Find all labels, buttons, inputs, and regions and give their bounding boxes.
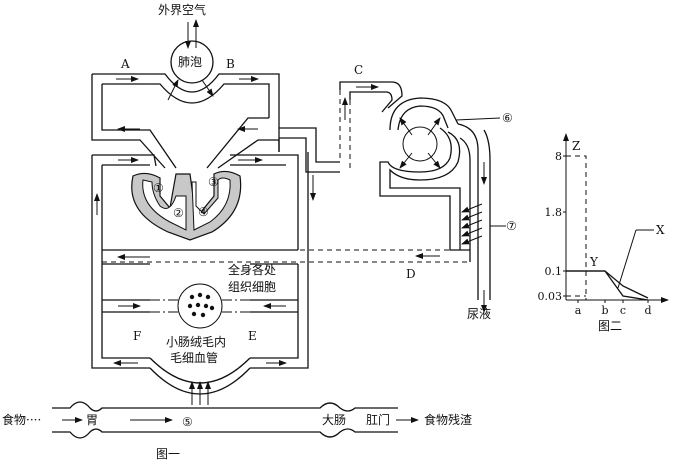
food-label: 食物 — [2, 412, 26, 427]
x-tick-label: d — [644, 304, 651, 317]
chart-series — [566, 155, 649, 301]
curve-z-label: Z — [572, 139, 580, 153]
villus-label-line2: 毛细血管 — [170, 350, 218, 365]
marker-6-label: ⑥ — [502, 111, 513, 125]
y-tick-label: 0.03 — [538, 290, 563, 303]
residue-label: 食物残渣 — [424, 412, 472, 427]
cell-dot — [200, 312, 206, 318]
y-tick-label: 8 — [555, 150, 562, 163]
x-tick-label: c — [620, 304, 626, 317]
chamber-4-label: ④ — [198, 205, 209, 219]
alveolus-circle — [170, 40, 214, 84]
digestive-tract — [52, 401, 398, 439]
vessel-a-label: A — [120, 57, 130, 71]
curve-x-leader — [617, 229, 637, 289]
vessel-f-label: F — [133, 329, 141, 343]
systemic-right-vessels — [230, 152, 309, 369]
stomach-label: 胃 — [86, 413, 98, 427]
tissue-cells-label-line2: 组织细胞 — [228, 280, 276, 294]
cell-dot — [187, 303, 193, 309]
chamber-2-label: ② — [173, 206, 184, 220]
cell-dot — [189, 294, 195, 300]
curve-y-label: Y — [589, 255, 599, 269]
vessel-d-label: D — [406, 267, 416, 281]
cell-dot — [195, 302, 201, 308]
x-tick-label: a — [575, 304, 582, 317]
y-tick-label: 0.1 — [545, 265, 563, 278]
nephron — [379, 97, 491, 300]
figure-one: 外界空气 肺泡 A B — [2, 2, 517, 461]
vessel-c-label: C — [354, 63, 363, 77]
air-exchange-arrows — [185, 19, 199, 49]
cell-dot — [205, 294, 211, 300]
alveolus-label: 肺泡 — [178, 55, 202, 69]
figure-one-caption: 图一 — [156, 447, 180, 461]
anus-label: 肛门 — [366, 412, 390, 427]
chamber-3-label: ③ — [208, 175, 219, 189]
cell-dot — [209, 305, 215, 311]
series-x-line — [566, 270, 649, 301]
vessel-b-label: B — [226, 57, 235, 71]
series-y-line — [566, 270, 649, 299]
cell-dot — [191, 311, 197, 317]
heart — [131, 170, 242, 241]
food-dots: ···· — [26, 413, 41, 427]
cell-dot — [203, 303, 209, 309]
vessel-e-label: E — [248, 329, 257, 343]
curve-x-label: X — [656, 223, 665, 237]
pulmonary-vessels — [91, 73, 340, 173]
outside-air-label: 外界空气 — [158, 2, 206, 17]
tissue-cells-label-line1: 全身各处 — [228, 262, 276, 277]
urine-label: 尿液 — [467, 306, 491, 321]
large-intestine-label: 大肠 — [322, 413, 346, 427]
figure-two-caption: 图二 — [598, 319, 622, 333]
cell-dot — [197, 292, 203, 298]
chamber-1-label: ① — [153, 181, 164, 195]
villus-label-line1: 小肠绒毛内 — [166, 335, 226, 349]
marker-5-label: ⑤ — [182, 415, 193, 429]
tissue-cells — [150, 283, 250, 329]
renal-vessel-dashed — [102, 81, 470, 263]
series-z-line — [566, 155, 587, 300]
y-tick-label: 1.8 — [545, 206, 563, 219]
systemic-left-vessels — [91, 154, 298, 369]
marker-7-label: ⑦ — [506, 219, 517, 233]
y-tick-labels: 8 1.8 0.1 0.03 — [538, 150, 566, 303]
reabsorption-arrows — [461, 203, 483, 245]
x-tick-label: b — [601, 304, 608, 317]
